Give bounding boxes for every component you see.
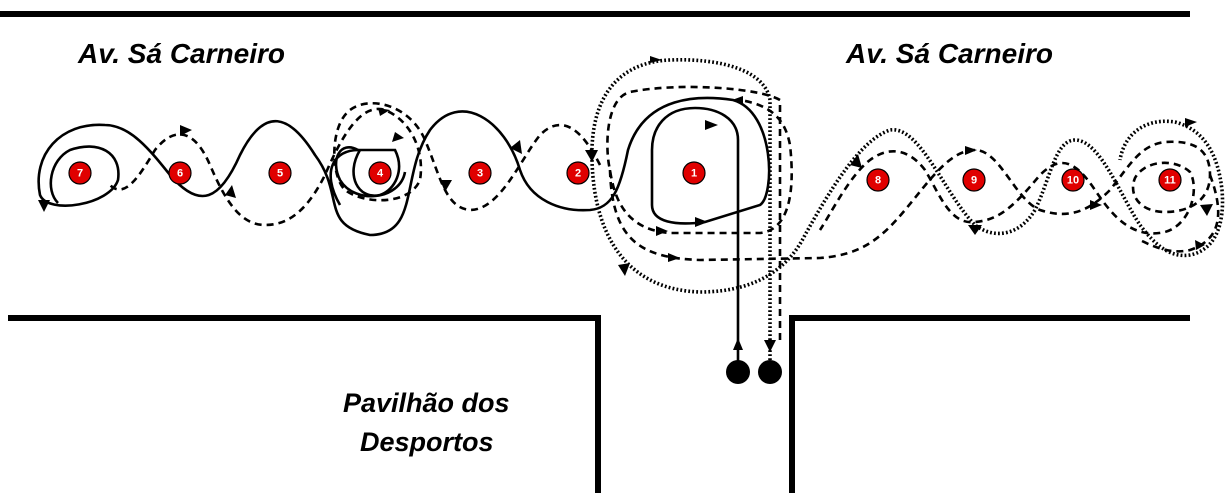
building-name-line2: Desportos (360, 427, 494, 457)
cone-number: 5 (277, 168, 283, 180)
arrow-dashed-loop (732, 96, 743, 105)
cone-3: 3 (468, 161, 492, 185)
arrow-dashed-cone8 (850, 154, 862, 168)
start-point-solid (726, 360, 750, 384)
cone-marker (168, 161, 192, 185)
arrow-dashed-cone5 (225, 185, 236, 198)
cone-4: 4 (368, 161, 392, 185)
start-point-dotted (758, 360, 782, 384)
arrow-dashed-cone11c (1195, 240, 1205, 250)
cone-number: 7 (77, 168, 83, 180)
dotted-route (590, 57, 1225, 372)
building-right-wall (789, 315, 1190, 493)
arrow-dashed-cone9 (965, 146, 977, 155)
cone-number: 1 (691, 168, 697, 180)
cone-number: 6 (177, 168, 183, 180)
arrow-dashed-bottom (656, 226, 668, 236)
arrow-dashed-cone2 (585, 150, 598, 162)
street-name-right: Av. Sá Carneiro (845, 38, 1053, 69)
cone-10: 10 (1061, 168, 1085, 192)
cone-number: 10 (1067, 175, 1079, 187)
arrow-solid-loop1 (705, 120, 718, 130)
cone-11: 11 (1158, 168, 1182, 192)
cone-marker (1061, 168, 1085, 192)
cone-marker (368, 161, 392, 185)
arrow-dashed-cone11b (1200, 204, 1213, 216)
cone-marker (268, 161, 292, 185)
cone-number: 11 (1164, 175, 1176, 187)
arrow-dashed-cone3 (440, 180, 452, 192)
arrow-solid-cone3 (510, 140, 522, 154)
arrow-dashed-cone10 (1090, 200, 1102, 210)
cone-marker (68, 161, 92, 185)
cone-number: 4 (377, 168, 384, 180)
arrow-solid-cone4 (392, 132, 404, 142)
arrow-dotted-bottom (618, 263, 630, 276)
direction-arrows (38, 56, 1213, 352)
cone-number: 9 (971, 175, 977, 187)
cone-marker (962, 168, 986, 192)
cone-marker (682, 161, 706, 185)
cone-marker (866, 168, 890, 192)
cone-marker (1158, 168, 1182, 192)
arrow-solid-start (733, 338, 743, 350)
building-name-line1: Pavilhão dos (343, 388, 510, 418)
arrow-dashed-bottom2 (668, 253, 680, 262)
arrow-dotted-top (650, 56, 662, 63)
solid-route (37, 96, 771, 372)
cone-7: 7 (68, 161, 92, 185)
dashed-route (109, 85, 1220, 340)
cone-number: 2 (575, 168, 581, 180)
arrow-solid-loop2 (695, 217, 708, 227)
cone-8: 8 (866, 168, 890, 192)
cone-9: 9 (962, 168, 986, 192)
arrow-dashed-cone4 (378, 108, 390, 116)
cone-2: 2 (566, 161, 590, 185)
cone-number: 8 (875, 175, 881, 187)
cone-number: 3 (477, 168, 483, 180)
arrow-dashed-cone6 (180, 125, 192, 136)
cone-5: 5 (268, 161, 292, 185)
cone-6: 6 (168, 161, 192, 185)
building-left-wall (8, 315, 601, 493)
cone-marker (468, 161, 492, 185)
arrow-solid-cone7 (38, 200, 50, 212)
street-name-left: Av. Sá Carneiro (77, 38, 285, 69)
arrow-dotted-start (764, 340, 776, 352)
cones: 7 6 5 4 3 2 1 8 9 10 11 (68, 161, 1182, 192)
cone-1: 1 (682, 161, 706, 185)
arrow-dashed-cone9b (968, 225, 982, 235)
arrow-dashed-cone11 (1185, 118, 1197, 127)
cone-marker (566, 161, 590, 185)
